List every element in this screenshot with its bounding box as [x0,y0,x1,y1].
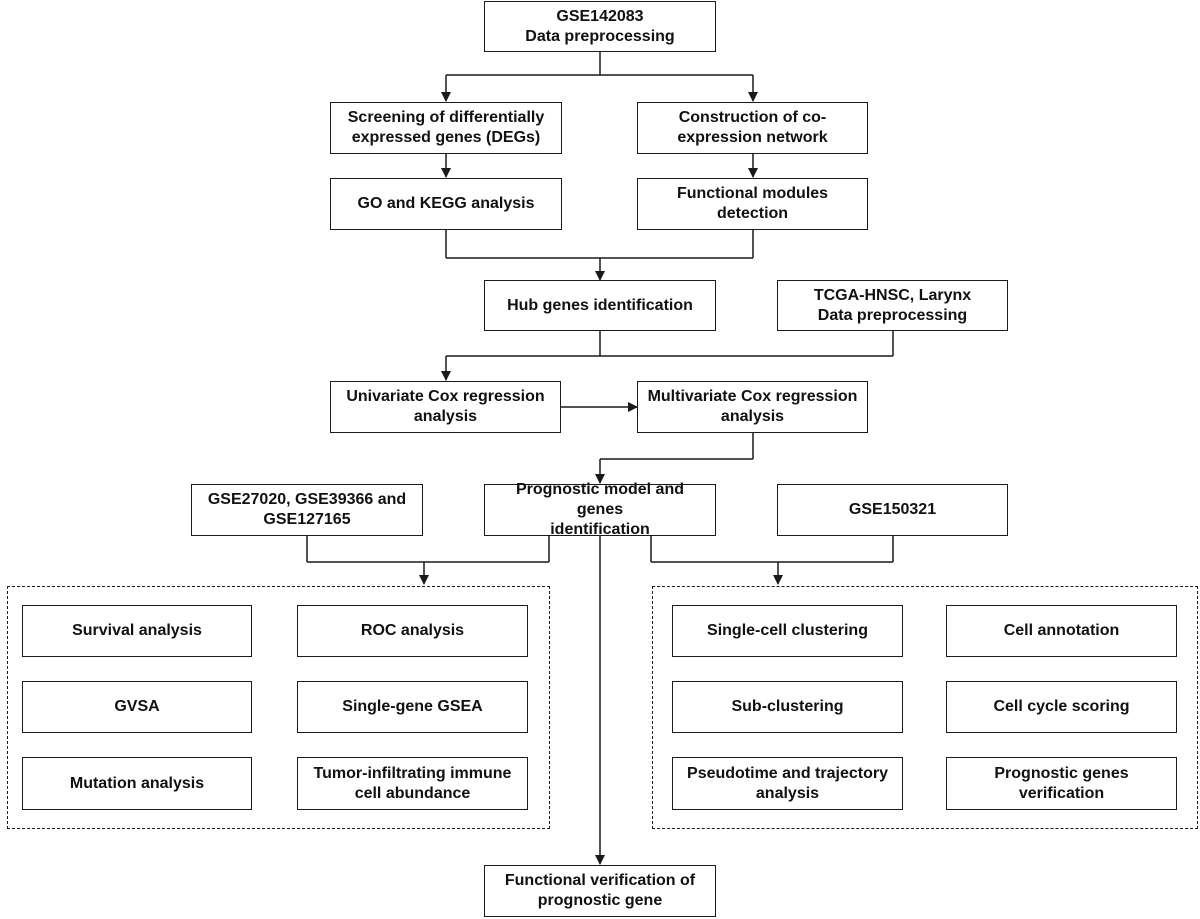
node-tcga-hnsc: TCGA-HNSC, Larynx Data preprocessing [777,280,1008,331]
node-go-kegg-analysis: GO and KEGG analysis [330,178,562,230]
node-label: Prognostic model and genes identificatio… [515,481,684,538]
node-label: GVSA [114,698,160,715]
node-validation-datasets: GSE27020, GSE39366 and GSE127165 [191,484,423,536]
node-single-gene-gsea: Single-gene GSEA [297,681,528,733]
node-functional-verification: Functional verification of prognostic ge… [484,865,716,917]
node-label: Cell annotation [1003,622,1120,639]
node-cell-annotation: Cell annotation [946,605,1177,657]
node-single-cell-clustering: Single-cell clustering [672,605,903,657]
node-label: Functional verification of prognostic ge… [504,872,696,909]
node-label: ROC analysis [360,622,465,639]
node-label: GO and KEGG analysis [357,195,535,212]
node-gse150321: GSE150321 [777,484,1008,536]
node-coexpression-network: Construction of co- expression network [637,102,868,154]
node-univariate-cox: Univariate Cox regression analysis [330,381,561,433]
node-sub-clustering: Sub-clustering [672,681,903,733]
node-label: Multivariate Cox regression analysis [647,388,858,425]
node-label: Sub-clustering [731,698,844,715]
node-label: Hub genes identification [507,296,693,314]
node-label: Prognostic genes verification [994,764,1129,802]
node-label: GSE150321 [848,501,937,518]
node-prognostic-model: Prognostic model and genes identificatio… [484,481,716,538]
node-roc-analysis: ROC analysis [297,605,528,657]
node-label: Cell cycle scoring [993,698,1130,715]
node-label: TCGA-HNSC, Larynx Data preprocessing [813,286,972,324]
left-analysis-group [7,586,550,829]
node-label: Mutation analysis [69,774,205,792]
node-label: Functional modules detection [676,185,829,222]
node-survival-analysis: Survival analysis [22,605,252,657]
node-label: Single-cell clustering [707,622,868,639]
node-label: Single-gene GSEA [342,698,483,715]
node-hub-genes: Hub genes identification [484,280,716,331]
node-functional-modules: Functional modules detection [637,178,868,230]
node-gse142083-preprocessing: GSE142083 Data preprocessing [484,1,716,52]
node-gvsa: GVSA [22,681,252,733]
right-analysis-group [652,586,1198,829]
node-label: GSE27020, GSE39366 and GSE127165 [207,491,407,528]
node-prognostic-genes-verification: Prognostic genes verification [946,757,1177,810]
node-immune-cell-abundance: Tumor-infiltrating immune cell abundance [297,757,528,810]
node-label: Univariate Cox regression analysis [346,388,545,425]
node-label: Tumor-infiltrating immune cell abundance [313,764,512,802]
node-multivariate-cox: Multivariate Cox regression analysis [637,381,868,433]
node-label: Pseudotime and trajectory analysis [687,764,888,802]
node-cell-cycle-scoring: Cell cycle scoring [946,681,1177,733]
node-label: GSE142083 Data preprocessing [525,7,675,45]
node-mutation-analysis: Mutation analysis [22,757,252,810]
node-pseudotime-trajectory: Pseudotime and trajectory analysis [672,757,903,810]
node-label: Construction of co- expression network [677,109,828,146]
node-degs-screening: Screening of differentially expressed ge… [330,102,562,154]
node-label: Survival analysis [72,622,202,639]
node-label: Screening of differentially expressed ge… [347,109,545,146]
